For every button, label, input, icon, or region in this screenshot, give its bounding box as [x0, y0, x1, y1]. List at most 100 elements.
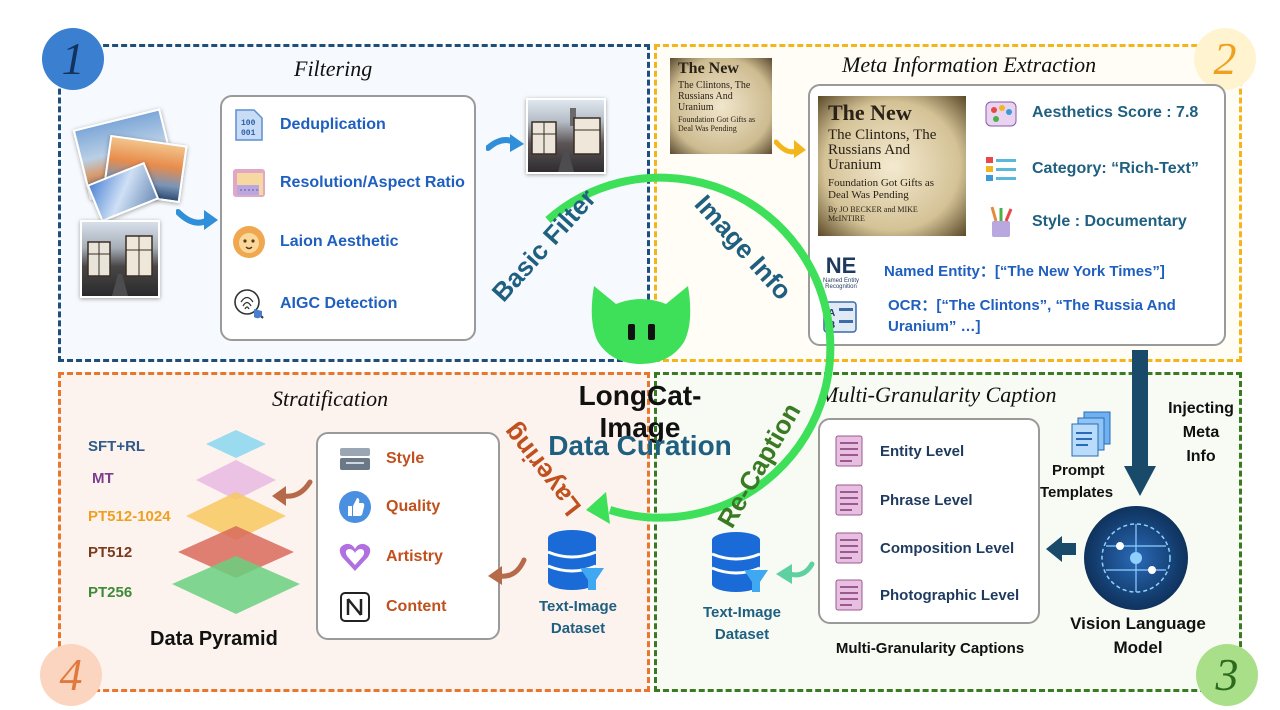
- notion-icon: [338, 590, 372, 624]
- caption-document-icon: [832, 531, 866, 565]
- inject-label-3: Info: [1186, 448, 1216, 465]
- layer-item-style: Style: [338, 442, 424, 476]
- newspaper-sub: Foundation Got Gifts as Deal Was Pending: [678, 115, 756, 133]
- layer-item-content: Content: [338, 590, 446, 624]
- meta-item-label: Aesthetics Score : 7.8: [1032, 104, 1199, 121]
- filter-item-resolution: Resolution/Aspect Ratio: [232, 166, 465, 200]
- ne-icon-caption: Named Entity Recognition: [822, 278, 859, 290]
- layer-item-quality: Quality: [338, 490, 440, 524]
- pyramid-level-pt512: PT512: [88, 544, 133, 561]
- meta-item-label: Category: “Rich-Text”: [1032, 160, 1199, 177]
- caption-level-label: Phrase Level: [880, 491, 973, 509]
- brushes-icon: [984, 205, 1018, 239]
- lion-icon: [232, 225, 266, 259]
- meta-item-label: Style : Documentary: [1032, 213, 1187, 230]
- caption-level-label: Entity Level: [880, 442, 965, 460]
- palette-icon: [984, 96, 1018, 130]
- pyramid-label: Data Pyramid: [150, 628, 278, 650]
- inject-label-1: Injecting: [1168, 400, 1234, 417]
- dataset-label-1: Text-Image: [702, 604, 782, 621]
- vlm-brain-icon: [1084, 506, 1188, 610]
- newspaper-byline: By JO BECKER and MIKE McINTIRE: [828, 205, 918, 223]
- filter-item-aesthetic: Laion Aesthetic: [232, 225, 399, 259]
- dataset-label-1: Text-Image: [538, 598, 618, 615]
- layer-item-label: Quality: [386, 498, 441, 515]
- fingerprint-shield-icon: [232, 287, 266, 321]
- meta-item-style: Style : Documentary: [984, 205, 1187, 239]
- caption-level-photographic: Photographic Level: [832, 578, 1019, 612]
- pyramid-level-pt256: PT256: [88, 584, 133, 601]
- layer-to-pyramid-arrow-icon: [272, 479, 313, 506]
- layer-item-artistry: Artistry: [338, 540, 443, 574]
- newspaper-masthead: The New: [678, 60, 739, 77]
- stack-icon: [338, 442, 372, 476]
- filter-item-aigc: AIGC Detection: [232, 287, 397, 321]
- captions-label: Multi-Granularity Captions: [835, 640, 1025, 657]
- ne-icon-text: NE: [825, 253, 857, 278]
- svg-text:001: 001: [241, 129, 256, 138]
- pyramid-level-pt512-1024: PT512-1024: [88, 508, 171, 525]
- longcat-logo-icon: [588, 282, 694, 366]
- meta-extraction-title: Meta Information Extraction: [842, 52, 1097, 77]
- newspaper-headline: The Clintons, The Russians And Uranium: [678, 80, 751, 113]
- caption-document-icon: [832, 578, 866, 612]
- newspaper-image: The New The Clintons, The Russians And U…: [818, 96, 966, 236]
- center-title: LongCat-Image: [578, 380, 702, 443]
- meta-item-aesthetics: Aesthetics Score : 7.8: [984, 96, 1198, 130]
- text-image-dataset-icon: [708, 530, 770, 601]
- filter-item-label: Deduplication: [280, 116, 386, 133]
- step-4-badge: 4: [40, 644, 102, 706]
- captions-to-dataset-arrow-icon: [776, 561, 815, 584]
- named-entity-text: Named Entity：[“The New York Times”]: [884, 263, 1165, 280]
- center-subtitle: Data Curation: [548, 430, 732, 461]
- stratification-title: Stratification: [272, 386, 389, 411]
- meta-item-category: Category: “Rich-Text”: [984, 152, 1199, 186]
- prompt-label-1: Prompt: [1052, 462, 1105, 479]
- caption-level-entity: Entity Level: [832, 434, 964, 468]
- layer-item-label: Content: [386, 598, 447, 615]
- step-1-badge: 1: [42, 28, 104, 90]
- layer-item-label: Artistry: [386, 548, 443, 565]
- newspaper-sub: Foundation Got Gifts as Deal Was Pending: [828, 177, 935, 201]
- data-pyramid-graphic: [172, 430, 300, 614]
- inject-label-2: Meta: [1182, 424, 1220, 441]
- text-image-dataset-icon: [544, 528, 606, 599]
- newspaper-headline: The Clintons, The Russians And Uranium: [828, 127, 937, 173]
- category-list-icon: [984, 152, 1018, 186]
- filter-item-label: Resolution/Aspect Ratio: [280, 174, 465, 191]
- caption-level-phrase: Phrase Level: [832, 483, 973, 517]
- thumbs-up-icon: [338, 490, 372, 524]
- caption-level-label: Photographic Level: [880, 586, 1020, 604]
- pyramid-level-mt: MT: [92, 470, 114, 487]
- caption-level-composition: Composition Level: [832, 531, 1014, 565]
- caption-document-icon: [832, 434, 866, 468]
- ocr-text-line-2: Uranium” …]: [888, 318, 981, 335]
- caption-level-label: Composition Level: [880, 539, 1015, 557]
- ne-recognition-icon: NE Named Entity Recognition: [820, 250, 862, 292]
- input-photo-street: [80, 220, 160, 298]
- layer-item-label: Style: [386, 450, 425, 467]
- ocr-text-line-1: OCR：[“The Clintons”, “The Russia And: [888, 297, 1176, 314]
- dataset-label-2: Dataset: [714, 626, 770, 643]
- caption-title: Multi-Granularity Caption: [820, 382, 1057, 407]
- newspaper-masthead: The New: [828, 100, 912, 125]
- filter-item-label: AIGC Detection: [280, 295, 398, 312]
- svg-text:100: 100: [241, 119, 256, 128]
- source-newspaper-thumb: The New The Clintons, The Russians And U…: [670, 58, 772, 154]
- inject-arrow-icon: [1124, 350, 1156, 496]
- vlm-label-2: Model: [1113, 638, 1163, 657]
- filtering-title: Filtering: [294, 56, 373, 81]
- heart-icon: [338, 540, 372, 574]
- extraction-arrow-icon: [774, 139, 806, 158]
- prompt-label-2: Templates: [1040, 484, 1114, 501]
- resolution-icon: [232, 166, 266, 200]
- svg-text:A: A: [828, 308, 835, 319]
- pyramid-level-sft: SFT+RL: [88, 438, 146, 455]
- filtered-photo: [526, 98, 606, 174]
- input-arrow-icon: [176, 209, 218, 230]
- output-arrow-icon: [486, 134, 524, 152]
- vlm-label-1: Vision Language: [1070, 614, 1206, 633]
